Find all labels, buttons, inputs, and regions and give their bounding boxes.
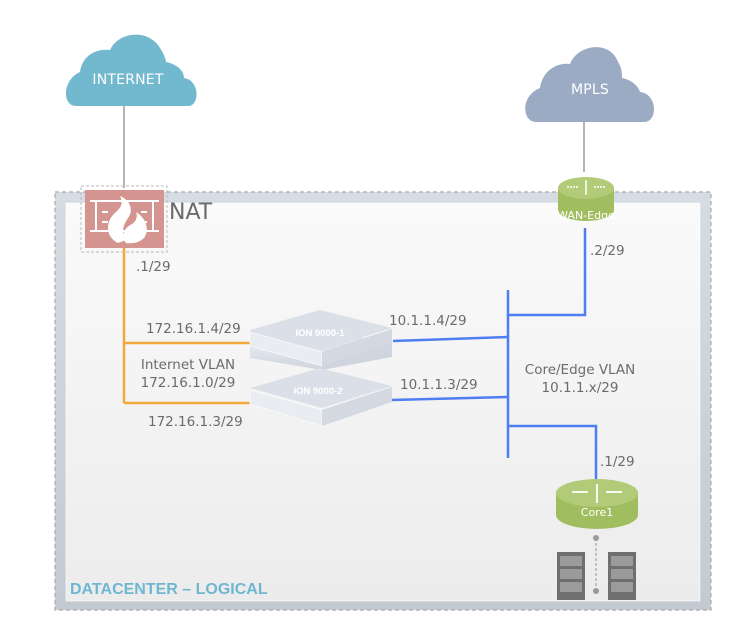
internet-cloud-label: INTERNET (92, 72, 164, 88)
nat-ip-label: .1/29 (136, 259, 171, 275)
core1-ip-label: .1/29 (600, 454, 635, 470)
wan-edge-ip-label: .2/29 (590, 243, 625, 259)
internet-vlan-links (122, 248, 250, 405)
server-rack-icon (557, 552, 585, 600)
nat-label: NAT (169, 200, 213, 225)
datacenter-title: DATACENTER – LOGICAL (70, 581, 268, 598)
ion-9000-1-label: ION 9000-1 (295, 328, 345, 339)
nat-firewall[interactable] (80, 185, 168, 253)
internet-vlan-subnet-label: 172.16.1.0/29 (140, 375, 236, 391)
internet-vlan-name-label: Internet VLAN (140, 357, 236, 373)
server-connector (593, 535, 599, 594)
router-arrows-icon (572, 484, 622, 503)
ion2-internet-ip-label: 172.16.1.3/29 (148, 414, 243, 430)
mpls-cloud[interactable] (525, 47, 655, 123)
core-vlan-name-label: Core/Edge VLAN (524, 362, 636, 378)
wan-edge-router[interactable] (558, 177, 614, 221)
wan-edge-label: WAN-Edge (557, 209, 615, 222)
core1-label: Core1 (580, 506, 614, 519)
ion-9000-2-label: ION 9000-2 (293, 386, 343, 397)
ion2-core-ip-label: 10.1.1.3/29 (400, 377, 478, 393)
ion-9000-1-device[interactable] (249, 310, 392, 370)
core-vlan-subnet-label: 10.1.1.x/29 (541, 380, 619, 396)
core1-router[interactable] (556, 479, 638, 529)
server-rack-icon (608, 552, 636, 600)
ion1-core-ip-label: 10.1.1.4/29 (389, 313, 467, 329)
router-arrows-icon (567, 180, 605, 195)
internet-cloud[interactable] (65, 34, 197, 106)
ion-9000-2-device[interactable] (249, 368, 392, 427)
mpls-cloud-label: MPLS (570, 82, 609, 98)
ion1-internet-ip-label: 172.16.1.4/29 (146, 321, 241, 337)
core-vlan-links (390, 228, 598, 480)
